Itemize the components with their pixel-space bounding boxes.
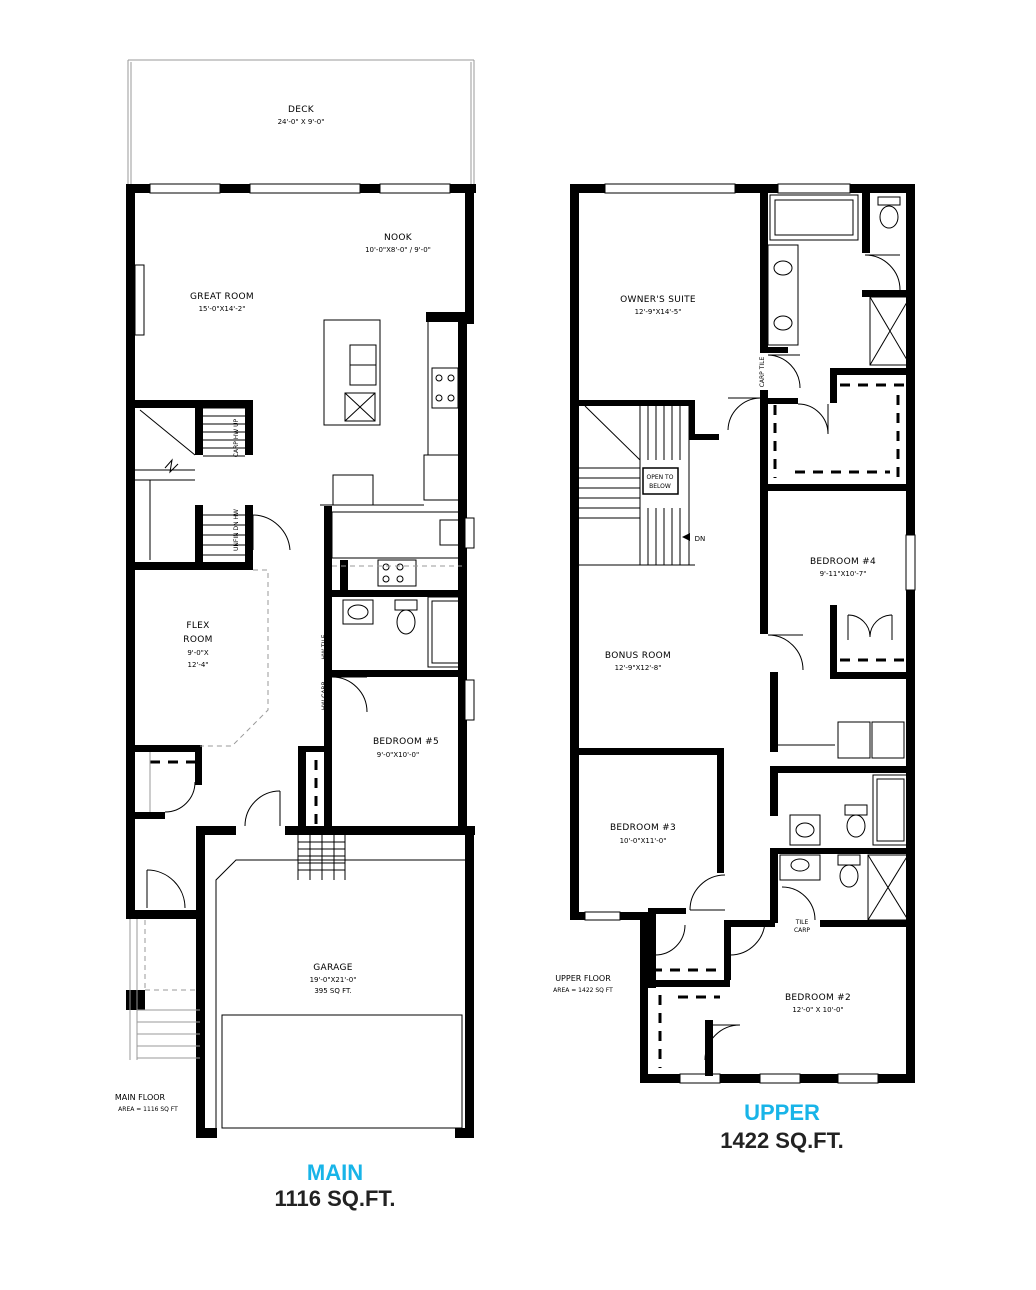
bedroom4-closet — [840, 614, 905, 662]
tag-unfin-dn-hw: UNFIN DN HW — [233, 509, 240, 551]
great-room-dims: 15'-0"X14'-2" — [199, 305, 246, 313]
upper-stairs — [579, 405, 695, 566]
flex-room-bay — [200, 569, 269, 747]
open-to-below-2: BELOW — [649, 483, 671, 490]
deck — [127, 59, 475, 185]
main-windows — [134, 183, 475, 721]
tag-hw-carp: HW CARP — [321, 681, 328, 710]
upper-doors — [654, 354, 804, 1061]
tag-carp-tile-3: CARP TILE — [771, 785, 778, 816]
upper-total: 1422 SQ.FT. — [720, 1128, 844, 1153]
deck-dims: 24'-0" X 9'-0" — [278, 118, 325, 126]
great-room-label: GREAT ROOM — [190, 292, 254, 302]
main-interior-walls — [135, 312, 465, 833]
ensuite-bathroom — [779, 854, 909, 921]
dn-arrow-icon — [682, 533, 690, 541]
tag-carp: CARP — [794, 927, 810, 934]
upper-interior-walls — [579, 193, 915, 1076]
tag-carp-hw-up: CARP HW UP — [233, 418, 240, 457]
flex-room-dims-1: 9'-0"X — [187, 649, 209, 657]
upper-floor-area: AREA = 1422 SQ FT — [553, 987, 613, 994]
garage-label: GARAGE — [313, 963, 352, 973]
main-floor-plan: DECK 24'-0" X 9'-0" NOOK 10'-0"X8'-0" / … — [115, 59, 476, 1138]
upper-main-bathroom — [789, 774, 909, 846]
open-to-below-1: OPEN TO — [647, 474, 674, 481]
bedroom4-dims: 9'-11"X10'-7" — [820, 570, 867, 578]
nook-dims: 10'-0"X8'-0" / 9'-0" — [365, 246, 431, 254]
tag-carp-tile-2: CARP TILE — [771, 685, 778, 716]
bedroom3-dims: 10'-0"X11'-0" — [620, 837, 667, 845]
flex-room-dims-2: 12'-4" — [187, 661, 208, 669]
main-stairs — [135, 407, 245, 560]
upper-exterior-walls — [570, 184, 915, 1083]
main-closets — [149, 752, 318, 826]
main-heading: MAIN — [306, 1160, 364, 1185]
bonus-room-dims: 12'-9"X12'-8" — [615, 664, 662, 672]
tag-hw-tile: HW TILE — [321, 634, 328, 659]
garage-dims: 19'-0"X21'-0" — [310, 976, 357, 984]
upper-floor-plan: OWNER'S SUITE 12'-9"X14'-5" BONUS ROOM 1… — [553, 183, 916, 1084]
main-doors — [146, 504, 424, 909]
main-exterior-walls — [126, 184, 476, 1138]
upper-heading: UPPER — [744, 1100, 820, 1125]
garage — [215, 835, 465, 1129]
owner-closet — [773, 383, 905, 480]
bonus-room-label: BONUS ROOM — [605, 651, 671, 661]
owner-bathroom — [767, 194, 911, 366]
main-bathroom — [342, 596, 464, 668]
nook-label: NOOK — [384, 233, 413, 243]
owners-suite-dims: 12'-9"X14'-5" — [635, 308, 682, 316]
bedroom5-dims: 9'-0"X10'-0" — [377, 751, 419, 759]
bedroom3-label: BEDROOM #3 — [610, 823, 676, 833]
owners-suite-label: OWNER'S SUITE — [620, 295, 696, 305]
front-entry — [129, 919, 200, 1060]
main-floor-area: AREA = 1116 SQ FT — [118, 1106, 178, 1113]
dn-label: DN — [695, 535, 706, 543]
main-total: 1116 SQ.FT. — [274, 1186, 396, 1211]
deck-label: DECK — [288, 105, 315, 115]
bedroom5-label: BEDROOM #5 — [373, 737, 439, 747]
upper-floor-label: UPPER FLOOR — [555, 974, 611, 983]
flex-room-label-1: FLEX — [186, 621, 209, 631]
main-floor-label: MAIN FLOOR — [115, 1093, 166, 1102]
tag-tile: TILE — [795, 919, 809, 926]
tag-carp-tile-1: CARP TILE — [759, 357, 766, 388]
garage-area: 395 SQ FT. — [314, 987, 351, 995]
bedroom2-closet — [652, 968, 720, 1068]
laundry — [778, 721, 905, 759]
kitchen — [323, 319, 465, 587]
upper-windows — [584, 183, 916, 1084]
flex-room-label-2: ROOM — [183, 635, 212, 645]
bedroom2-label: BEDROOM #2 — [785, 993, 851, 1003]
bedroom4-label: BEDROOM #4 — [810, 557, 876, 567]
bedroom2-dims: 12'-0" X 10'-0" — [792, 1006, 843, 1014]
